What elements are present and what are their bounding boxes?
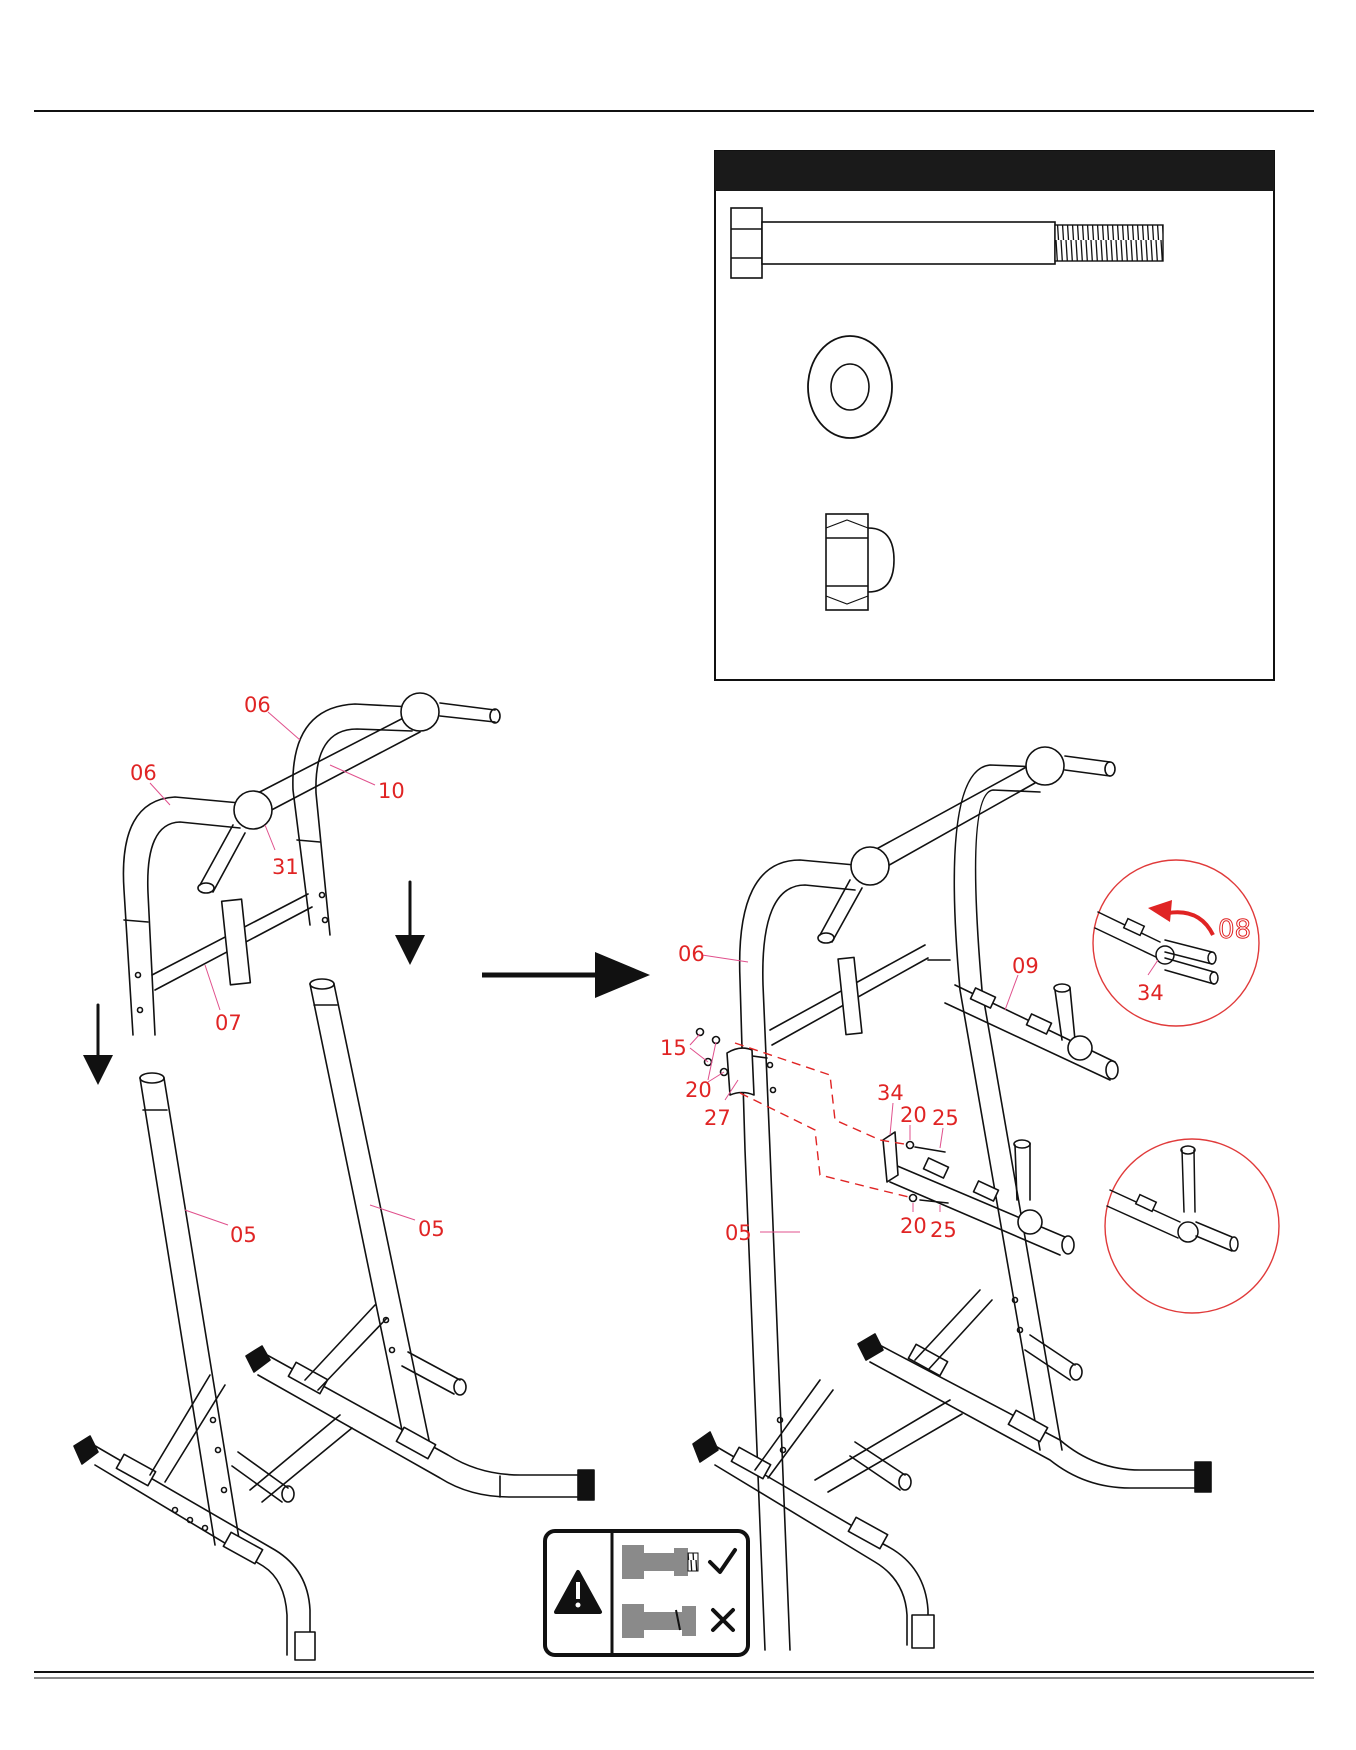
callout-34-detail: 34 <box>1137 981 1164 1005</box>
next-step-arrow <box>482 952 650 998</box>
callout-15: 15 <box>660 1036 687 1060</box>
top-bar-assembly <box>123 693 500 1035</box>
callout-31: 31 <box>272 855 299 879</box>
hardware-panel-header <box>715 151 1274 191</box>
detail-circle-top: 08 34 <box>1093 860 1259 1026</box>
left-exploded-view <box>74 693 594 1660</box>
callout-06-right-view: 06 <box>678 942 705 966</box>
left-leaders <box>150 712 415 1225</box>
callout-20-lower: 20 <box>900 1214 927 1238</box>
callout-05-left: 05 <box>230 1223 257 1247</box>
callout-10: 10 <box>378 779 405 803</box>
detail-circle-bottom <box>1105 1139 1279 1313</box>
callout-05-right-view: 05 <box>725 1221 752 1245</box>
callout-06-left: 06 <box>130 761 157 785</box>
right-base <box>246 1305 594 1500</box>
callout-20-upper: 20 <box>900 1103 927 1127</box>
callout-25-lower: 25 <box>930 1218 957 1242</box>
right-upright <box>310 979 430 1445</box>
callout-27: 27 <box>704 1106 731 1130</box>
hardware-panel <box>715 151 1274 680</box>
callout-08: 08 <box>1218 915 1251 945</box>
washer-icon <box>808 336 892 438</box>
callout-34: 34 <box>877 1081 904 1105</box>
callout-20-left: 20 <box>685 1078 712 1102</box>
callout-25-upper: 25 <box>932 1106 959 1130</box>
callout-06-top: 06 <box>244 693 271 717</box>
warning-box <box>545 1531 748 1655</box>
callout-07: 07 <box>215 1011 242 1035</box>
callout-05-right: 05 <box>418 1217 445 1241</box>
callout-09: 09 <box>1012 954 1039 978</box>
